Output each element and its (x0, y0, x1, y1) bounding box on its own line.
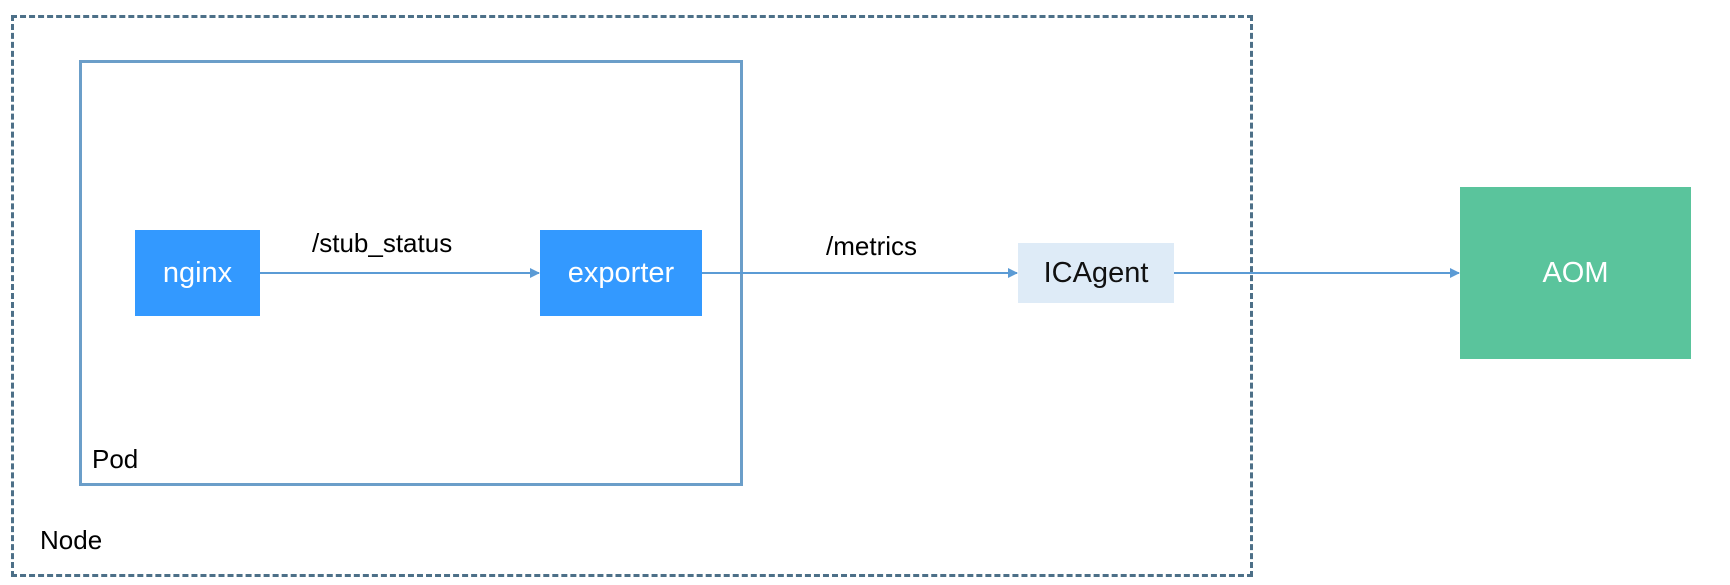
edge-label-stub-status: /stub_status (312, 228, 453, 258)
aom-box: AOM (1460, 187, 1691, 359)
edge-label-metrics: /metrics (826, 231, 917, 261)
pod-label: Pod (92, 444, 139, 474)
nginx-box: nginx (135, 230, 260, 316)
node-label: Node (40, 525, 103, 555)
exporter-label: exporter (567, 256, 675, 289)
exporter-box: exporter (540, 230, 702, 316)
icagent-label: ICAgent (1043, 256, 1149, 289)
aom-label: AOM (1542, 256, 1609, 289)
nginx-label: nginx (162, 256, 233, 289)
node-frame (11, 15, 1253, 577)
icagent-box: ICAgent (1018, 243, 1174, 303)
